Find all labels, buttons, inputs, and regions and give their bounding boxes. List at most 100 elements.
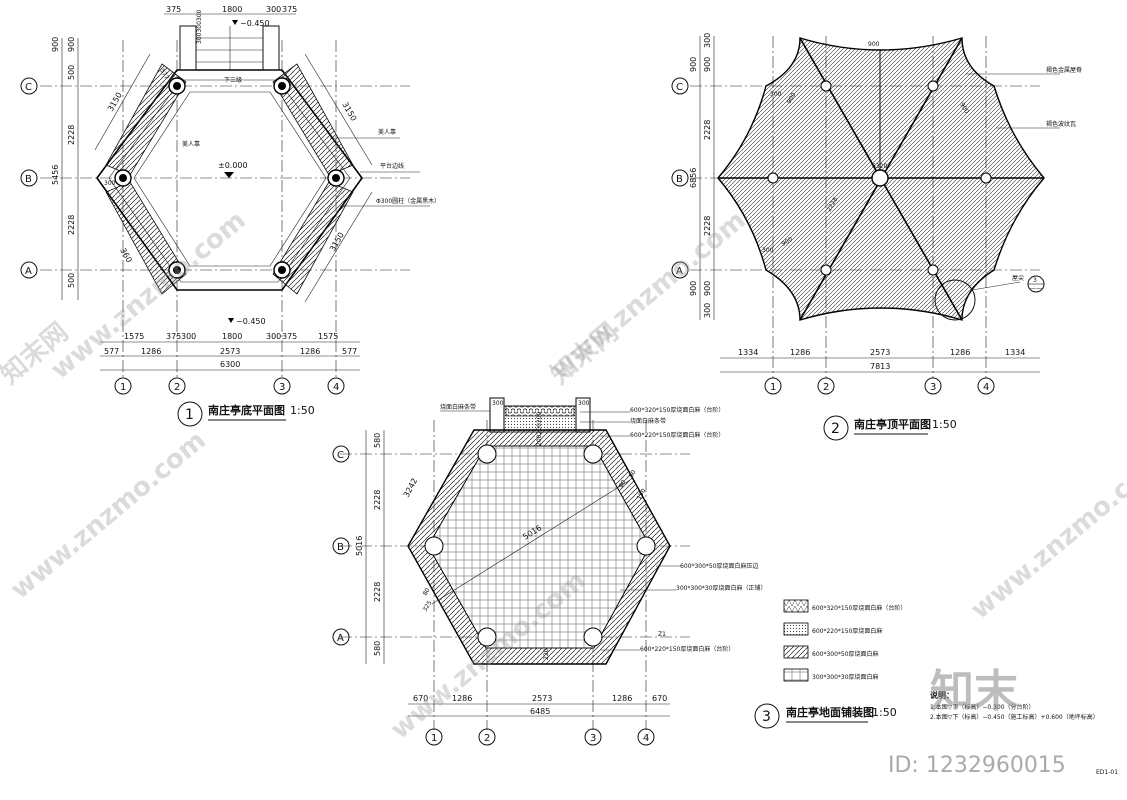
title-number-3: 3 xyxy=(762,709,771,725)
dim-left-3: 2228 xyxy=(67,125,76,145)
label-platform-edge: 平台边线 xyxy=(380,162,404,170)
axis-2-3: 2 xyxy=(484,733,490,744)
bench-label: 美人靠 xyxy=(182,140,200,148)
dim-left-4: 2228 xyxy=(67,215,76,235)
axis-c-3: C xyxy=(337,450,344,461)
roof-left-5: 2228 xyxy=(703,216,712,236)
dim-bot1-1: 1575 xyxy=(124,332,144,341)
notes-heading: 说明： xyxy=(930,690,954,700)
detail-label: 屋尖 xyxy=(1012,274,1024,282)
scale-3: 1:50 xyxy=(872,706,897,719)
dim-top-4: 375 xyxy=(282,5,297,14)
image-id: ID: 1232960015 xyxy=(888,753,1066,778)
sheet-number: ED1-01 xyxy=(1096,769,1118,776)
watermark-3: www.znzmo.com xyxy=(5,425,211,605)
axis-b-1: B xyxy=(25,174,32,185)
dim-bot1-7: 1575 xyxy=(318,332,338,341)
label-metal-ridge: 褐色金属屋脊 xyxy=(1046,66,1082,74)
title-3: 南庄亭地面铺装图 xyxy=(786,705,874,719)
dim-top-2: 1800 xyxy=(222,5,242,14)
stairs-label: 下三级 xyxy=(224,76,242,84)
diag-dim-2: 3150 xyxy=(106,91,124,113)
roof-bot-1: 1334 xyxy=(738,348,758,357)
right-note-1: 600*300*50厚烧面白麻压边 xyxy=(680,562,759,570)
legend-item-3: 600*300*50厚烧面白麻 xyxy=(812,650,879,658)
paving-diag-150: 150 xyxy=(636,487,648,501)
roof-left-4: 2228 xyxy=(703,120,712,140)
roof-dim-8: 300 xyxy=(762,247,774,254)
paving-dim-total: 6485 xyxy=(530,707,550,716)
right-note-3: 600*220*150厚烧面白麻（台阶） xyxy=(640,645,734,653)
dim-bot2-5: 577 xyxy=(342,347,357,356)
title-1: 南庄亭底平面图 xyxy=(208,403,285,417)
roof-left-3: 900 xyxy=(689,57,698,72)
stair-top-label-r: 300 xyxy=(578,400,590,407)
paving-left-2: 2228 xyxy=(373,490,382,510)
roof-bot-2: 1286 xyxy=(790,348,810,357)
scale-2: 1:50 xyxy=(932,418,957,431)
column-markers xyxy=(114,77,345,279)
dim-bot1-3: 300 xyxy=(181,332,196,341)
paving-bot-5: 670 xyxy=(652,694,667,703)
dim-bot1-6: 375 xyxy=(282,332,297,341)
top-note-2: 烧面白麻条带 xyxy=(630,417,666,425)
notes-line-2: 2.本图▽下（标高）−0.450（施工标高）+0.600（地坪标高） xyxy=(930,713,1099,721)
dim-top-3: 300 xyxy=(266,5,281,14)
dim-left-total: 5456 xyxy=(51,165,60,185)
paving-plan-drawing: 300 300 200200200 5016 3242 80 80 150 32… xyxy=(332,397,897,746)
dim-bot2-4: 1286 xyxy=(300,347,320,356)
axis-b-2: B xyxy=(676,174,683,185)
axis-1-2: 1 xyxy=(770,382,776,393)
left-band-label: 烧面白麻条带 xyxy=(440,403,476,411)
label-corrugated-tile: 褐色波纹瓦 xyxy=(1046,120,1076,128)
dim-top-1: 375 xyxy=(166,5,181,14)
diag-dim-3: 360 xyxy=(118,247,133,265)
paving-diag-80b: 80 xyxy=(422,587,432,597)
roof-left-2: 900 xyxy=(703,57,712,72)
dim-bot1-2: 375 xyxy=(166,332,181,341)
roof-dim-3: 900 xyxy=(868,41,880,48)
roof-dim-2: 900 xyxy=(958,102,970,116)
axis-c-2: C xyxy=(676,82,683,93)
paving-left-4: 580 xyxy=(373,641,382,656)
axis-3-2: 3 xyxy=(930,382,936,393)
roof-plan-drawing: 屋尖 3 —— 900 900 900 300 2228 900 6320 30… xyxy=(671,33,1082,441)
title-2: 南庄亭顶平面图 xyxy=(854,417,931,431)
roof-bot-3: 2573 xyxy=(870,348,890,357)
dim-bot2-3: 2573 xyxy=(220,347,240,356)
floor-plan-drawing: 300300300 下三级 375 1800 300 375 −0.450 ±0… xyxy=(20,5,440,427)
diag-dim-4: 3150 xyxy=(340,101,358,123)
dim-total-1: 6300 xyxy=(220,360,240,369)
detail-ref: —— xyxy=(1030,285,1042,292)
title-number-1: 1 xyxy=(185,407,194,423)
stair-top-label-l: 300 xyxy=(492,400,504,407)
paving-left-3: 2228 xyxy=(373,582,382,602)
dim-bot1-5: 300 xyxy=(266,332,281,341)
axis-a-3: A xyxy=(337,633,344,644)
level-top: −0.450 xyxy=(240,19,270,28)
paving-diag-80a: 80 xyxy=(628,469,638,479)
roof-left-7: 900 xyxy=(689,281,698,296)
paving-diag-325: 325 xyxy=(422,599,434,613)
roof-dim-total: 7813 xyxy=(870,362,890,371)
axis-4-3: 4 xyxy=(643,733,649,744)
paving-left-total: 5016 xyxy=(355,536,364,556)
dim-left-1: 900 xyxy=(51,37,60,52)
paving-left-1: 580 xyxy=(373,433,382,448)
label-column: Φ300圆柱（金属黑木） xyxy=(376,197,440,205)
dim-left-5: 500 xyxy=(67,273,76,288)
right-note-2: 300*300*30厚烧面白麻（正铺） xyxy=(676,584,767,592)
axis-c-1: C xyxy=(25,82,32,93)
legend-item-4: 300*300*30厚烧面白麻 xyxy=(812,673,879,681)
watermark-5: www.znzmo.com xyxy=(965,445,1127,625)
diag-dim-1: 577 xyxy=(158,68,170,82)
notes-block: 说明： 1.本图▽下（标高）−0.300（分台阶） 2.本图▽下（标高）−0.4… xyxy=(930,690,1099,721)
level-center: ±0.000 xyxy=(218,161,248,170)
axis-4-1: 4 xyxy=(333,382,339,393)
axis-1-3: 1 xyxy=(431,733,437,744)
axis-b-3: B xyxy=(337,542,344,553)
logo-mark: 知末 xyxy=(930,666,1018,717)
legend-item-2: 600*220*150厚烧面白麻 xyxy=(812,627,882,635)
axis-a-2: A xyxy=(676,266,683,277)
